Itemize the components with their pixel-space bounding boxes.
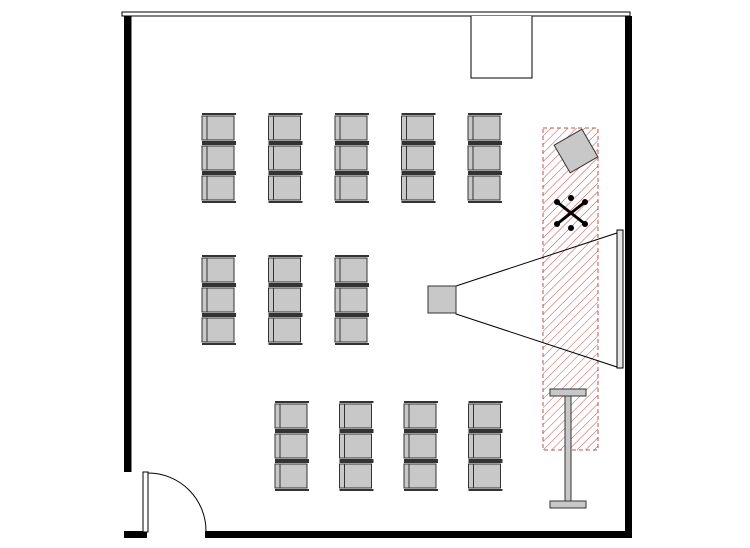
chair-icon[interactable] <box>403 401 438 431</box>
projection-setup <box>427 229 624 369</box>
bottom-wall-left <box>124 531 147 538</box>
chair-icon[interactable] <box>201 315 236 345</box>
chair-icon[interactable] <box>334 113 369 143</box>
chair-icon[interactable] <box>274 431 309 461</box>
projector-icon[interactable] <box>427 285 457 314</box>
front-block <box>201 113 502 203</box>
top-wall <box>121 11 631 17</box>
wall-alcove <box>470 16 533 79</box>
speaker-stand-icon[interactable] <box>554 195 588 231</box>
chair-icon[interactable] <box>268 315 303 345</box>
chair-icon[interactable] <box>339 431 374 461</box>
chair-icon[interactable] <box>401 173 436 203</box>
chair-icon[interactable] <box>274 461 309 491</box>
chair-icon[interactable] <box>468 461 503 491</box>
chair-icon[interactable] <box>268 143 303 173</box>
chair-icon[interactable] <box>274 401 309 431</box>
room-walls <box>121 11 632 538</box>
chair-icon[interactable] <box>339 401 374 431</box>
monitor-icon[interactable] <box>553 128 599 174</box>
chair-icon[interactable] <box>467 173 502 203</box>
chair-icon[interactable] <box>201 143 236 173</box>
door-leaf <box>142 471 149 533</box>
chair-icon[interactable] <box>468 401 503 431</box>
middle-block <box>201 255 369 345</box>
chair-icon[interactable] <box>467 143 502 173</box>
chair-icon[interactable] <box>468 431 503 461</box>
chair-icon[interactable] <box>268 255 303 285</box>
chair-icon[interactable] <box>403 461 438 491</box>
chair-icon[interactable] <box>467 113 502 143</box>
right-wall <box>625 16 632 538</box>
chair-icon[interactable] <box>201 173 236 203</box>
door[interactable] <box>142 471 207 533</box>
seating-area <box>201 113 503 491</box>
chair-icon[interactable] <box>268 113 303 143</box>
podium-icon[interactable] <box>549 388 587 509</box>
chair-icon[interactable] <box>403 431 438 461</box>
chair-icon[interactable] <box>334 285 369 315</box>
chair-icon[interactable] <box>334 255 369 285</box>
chair-icon[interactable] <box>339 461 374 491</box>
chair-icon[interactable] <box>334 173 369 203</box>
bottom-wall <box>205 531 632 538</box>
chair-icon[interactable] <box>401 143 436 173</box>
chair-icon[interactable] <box>201 285 236 315</box>
chair-icon[interactable] <box>201 113 236 143</box>
screen-icon <box>616 229 624 369</box>
rear-block <box>274 401 503 491</box>
chair-icon[interactable] <box>268 173 303 203</box>
chair-icon[interactable] <box>201 255 236 285</box>
left-wall <box>124 16 131 472</box>
chair-icon[interactable] <box>334 315 369 345</box>
door-swing-icon <box>147 472 207 532</box>
chair-icon[interactable] <box>401 113 436 143</box>
chair-icon[interactable] <box>334 143 369 173</box>
chair-icon[interactable] <box>268 285 303 315</box>
